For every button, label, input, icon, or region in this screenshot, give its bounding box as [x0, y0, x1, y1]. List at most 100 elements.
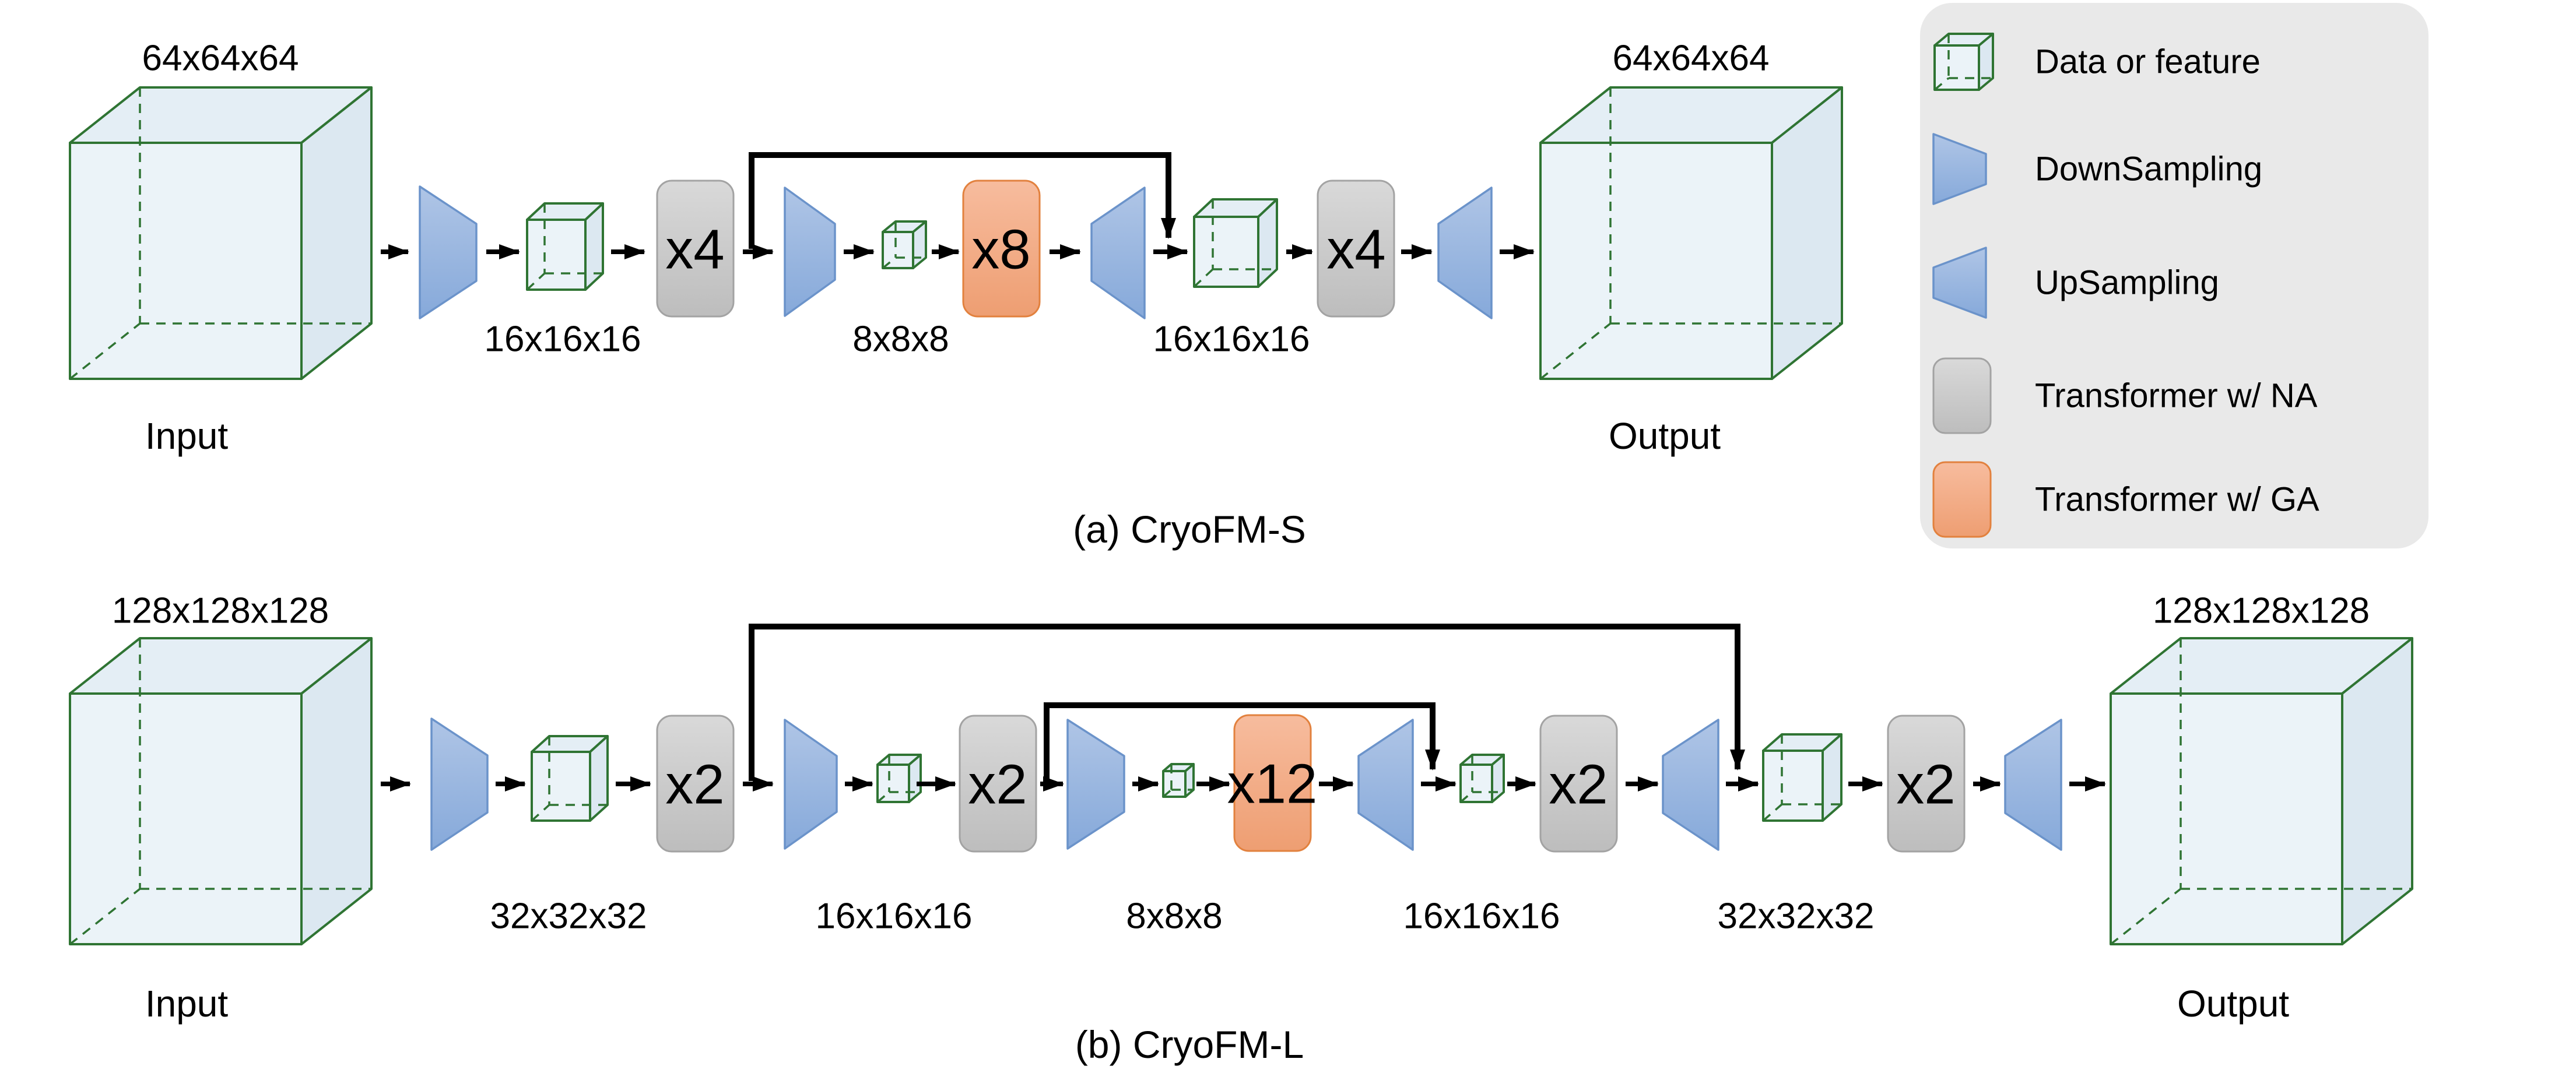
cube-right-face [2341, 637, 2413, 945]
transformer-block-label: x12 [1227, 753, 1318, 815]
caption-cryofm-s: (a) CryoFM-S [1073, 508, 1306, 551]
cube-hidden-edges [882, 221, 926, 269]
feature-cube-16-a2 [1193, 198, 1278, 288]
transformer-block-label: x4 [1326, 219, 1385, 281]
cube-hidden-edges [2110, 638, 2412, 945]
cube-hidden-edges [69, 87, 371, 380]
output-cube-b [2110, 637, 2413, 945]
output-size-label-b: 128x128x128 [2153, 591, 2370, 631]
transformer-block-label: x4 [665, 219, 724, 281]
cube-front-face [1459, 764, 1493, 803]
cube-hidden-edges [1933, 34, 1993, 91]
legend: Data or feature DownSampling UpSampling … [1920, 3, 2428, 548]
downsampling-icon [1932, 133, 1987, 205]
cube-hidden-edges [1539, 87, 1842, 380]
transformer-ga-block [962, 180, 1041, 318]
cube-hidden-edges [69, 638, 371, 945]
input-label-a: Input [145, 415, 229, 457]
downsampling-icon [430, 717, 489, 851]
feature-cube-16-b2 [1459, 754, 1505, 803]
cube-right-face [908, 754, 922, 803]
legend-label: Transformer w/ GA [2035, 481, 2319, 519]
input-cube-b [69, 637, 373, 945]
cube-hidden-edges [1762, 734, 1841, 822]
transformer-na-icon [1932, 357, 1992, 434]
transformer-block-label: x2 [968, 754, 1027, 816]
row-cryofm-l: 128x128x128 Input 32x32x32 x2 [69, 591, 2413, 1066]
cube-hidden-edges [531, 736, 608, 822]
legend-label: Data or feature [2035, 43, 2261, 81]
feature-size-label: 16x16x16 [1153, 319, 1310, 360]
cube-front-face [69, 692, 303, 945]
cube-right-face [1184, 763, 1195, 798]
downsampling-icon [784, 719, 838, 850]
transformer-na-block [1317, 180, 1395, 318]
upsampling-icon [1357, 719, 1414, 851]
cube-right-face [1822, 733, 1842, 822]
cube-front-face [1539, 142, 1773, 380]
feature-size-label: 8x8x8 [1126, 896, 1222, 937]
skip-connection-a [749, 152, 1176, 249]
feature-cube-16-b [876, 754, 922, 803]
cube-right-face [589, 735, 609, 822]
transformer-block-label: x2 [665, 754, 724, 816]
feature-cube-8-b [1162, 763, 1195, 798]
feature-size-label: 16x16x16 [1403, 896, 1560, 937]
cube-front-face [531, 751, 591, 822]
feature-size-label: 16x16x16 [816, 896, 973, 937]
feature-size-label: 16x16x16 [485, 319, 641, 360]
cube-hidden-edges [876, 755, 921, 803]
transformer-na-block [656, 715, 735, 853]
transformer-ga-icon [1932, 461, 1992, 538]
input-cube-a [69, 86, 373, 380]
legend-label: DownSampling [2035, 150, 2262, 188]
transformer-block-label: x2 [1896, 754, 1955, 816]
cube-right-face [1978, 33, 1994, 91]
downsampling-icon [419, 185, 478, 319]
transformer-block-label: x8 [971, 219, 1030, 281]
skip-connection-b-inner [1044, 702, 1440, 781]
legend-panel [1920, 3, 2428, 548]
cube-hidden-edges [1459, 755, 1504, 803]
input-size-label-a: 64x64x64 [142, 38, 299, 79]
output-label-b: Output [2177, 983, 2289, 1025]
output-cube-a [1539, 86, 1843, 380]
caption-cryofm-l: (b) CryoFM-L [1075, 1023, 1304, 1066]
feature-size-label: 32x32x32 [490, 896, 647, 937]
legend-label: Transformer w/ NA [2035, 377, 2318, 415]
cube-front-face [69, 142, 303, 380]
feature-size-label: 8x8x8 [852, 319, 949, 360]
cube-hidden-edges [1193, 199, 1277, 288]
cube-front-face [1933, 44, 1980, 91]
legend-label: UpSampling [2035, 264, 2219, 302]
upsampling-icon [2004, 719, 2062, 851]
cube-hidden-edges [526, 203, 603, 291]
transformer-na-block [1539, 715, 1618, 853]
upsampling-icon [1662, 719, 1719, 851]
cube-right-face [584, 202, 604, 291]
data-cube-icon [1933, 33, 1994, 91]
feature-cube-8-a [882, 220, 927, 269]
cube-front-face [2110, 692, 2343, 945]
input-label-b: Input [145, 983, 229, 1025]
cube-right-face [1491, 754, 1505, 803]
transformer-na-block [1887, 715, 1966, 853]
cube-front-face [526, 219, 587, 291]
feature-cube-32-b2 [1762, 733, 1842, 822]
output-label-a: Output [1609, 415, 1721, 457]
row-cryofm-s: 64x64x64 Input 16x16x16 x4 [69, 38, 1843, 551]
cube-front-face [876, 764, 910, 803]
transformer-ga-block [1233, 714, 1312, 852]
cube-right-face [300, 637, 373, 945]
cube-front-face [1762, 750, 1824, 822]
transformer-na-block [959, 715, 1037, 853]
input-size-label-b: 128x128x128 [112, 591, 329, 631]
upsampling-icon [1090, 187, 1146, 319]
downsampling-icon [1066, 719, 1125, 850]
transformer-na-block [656, 180, 735, 318]
cube-hidden-edges [1162, 764, 1194, 798]
transformer-block-label: x2 [1549, 754, 1608, 816]
output-size-label-a: 64x64x64 [1613, 38, 1770, 79]
skip-connection-b-outer [749, 624, 1745, 781]
